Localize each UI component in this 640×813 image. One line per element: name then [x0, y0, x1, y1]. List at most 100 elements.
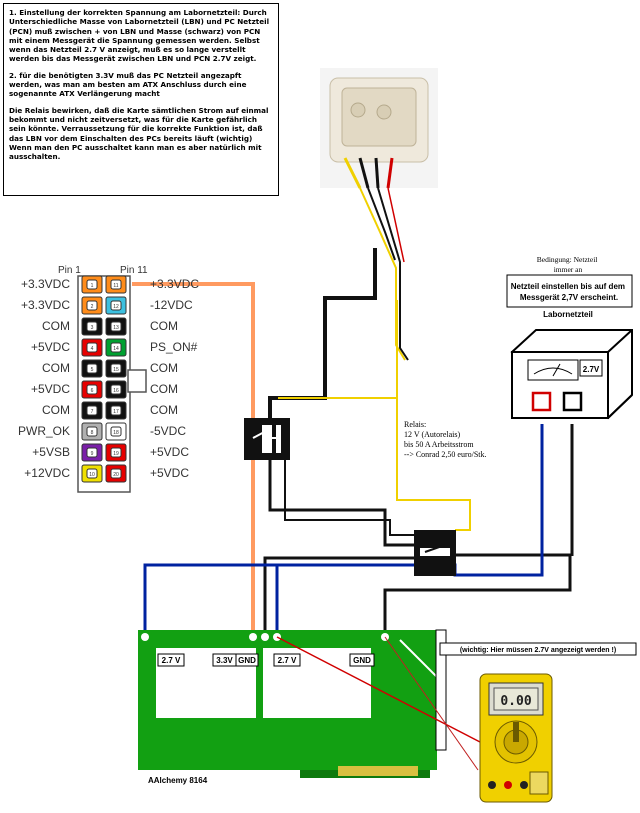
atx-pin-number: 17: [113, 409, 119, 415]
atx-pin-socket: [110, 384, 122, 395]
atx-left-label: COM: [42, 361, 70, 375]
atx-pin-number: 19: [113, 451, 119, 457]
atx-pin-number: 2: [91, 304, 94, 310]
atx-right-label: PS_ON#: [150, 340, 198, 354]
card-label: GND: [353, 656, 371, 665]
psu-condition-line-2: immer an: [554, 265, 583, 274]
atx-pin-socket: [110, 363, 122, 374]
atx-right-label: +3.3VDC: [150, 277, 199, 291]
atx-pin-socket: [86, 468, 98, 479]
atx-pin-socket: [110, 447, 122, 458]
psu-condition-line-1: Bedingung: Netzteil: [537, 255, 598, 264]
atx-left-label: COM: [42, 319, 70, 333]
atx-pin-socket: [86, 279, 98, 290]
atx-left-label: +3.3VDC: [21, 277, 70, 291]
atx-right-label: COM: [150, 319, 178, 333]
psu-instruction-line-1: Netzteil einstellen bis auf dem: [511, 282, 625, 291]
multimeter: 0.00: [479, 673, 553, 803]
atx-right-label: COM: [150, 403, 178, 417]
card-label-box: [235, 653, 259, 667]
molex-connector: [320, 68, 438, 189]
card-label-box: [273, 653, 301, 667]
atx-pin-number: 14: [113, 346, 119, 352]
atx-right-label: COM: [150, 382, 178, 396]
psu-title: Labornetzteil: [543, 310, 593, 319]
atx-pin-socket: [110, 405, 122, 416]
atx-pin-socket: [110, 468, 122, 479]
atx-right-label: +5VDC: [150, 466, 189, 480]
note-paragraph-2: 2. für die benötigten 3.3V muß das PC Ne…: [9, 70, 247, 99]
psu-instruction: Netzteil einstellen bis auf dem Messgerä…: [511, 282, 627, 302]
atx-right-label: COM: [150, 361, 178, 375]
atx-left-label: +5VDC: [31, 340, 70, 354]
atx-pin-number: 1: [91, 283, 94, 289]
relay-note-line-1: Relais:: [404, 420, 426, 429]
card-label: GND: [238, 656, 256, 665]
card-label-box: [349, 653, 375, 667]
atx-pin-socket: [110, 321, 122, 332]
pci-card: 2.7 V 3.3V GND 2.7 V GND AAlchemy 8164: [138, 629, 447, 785]
atx-pin-socket: [86, 300, 98, 311]
atx-pin-number: 3: [91, 325, 94, 331]
atx-pin-socket: [110, 300, 122, 311]
atx-pin-number: 4: [91, 346, 94, 352]
atx-pin-number: 9: [91, 451, 94, 457]
atx-pin-socket: [86, 321, 98, 332]
card-label: 3.3V: [216, 656, 233, 665]
atx-pin-number: 12: [113, 304, 119, 310]
relay-note-line-3: bis 50 A Arbeitsstrom: [404, 440, 474, 449]
atx-pin-number: 11: [113, 283, 118, 289]
atx-left-label: +3.3VDC: [21, 298, 70, 312]
atx-left-label: PWR_OK: [18, 424, 70, 438]
atx-pin-number: 6: [91, 388, 94, 394]
pin-1-label: Pin 1: [58, 265, 81, 276]
relay-1: [244, 418, 290, 460]
atx-left-label: COM: [42, 403, 70, 417]
atx-pin-number: 7: [91, 409, 94, 415]
psu-positive-terminal: [531, 391, 552, 412]
atx-pin-socket: [110, 342, 122, 353]
meter-warning: (wichtig: Hier müssen 2.7V angezeigt wer…: [460, 647, 616, 654]
note-paragraph-1: 1. Einstellung der korrekten Spannung am…: [9, 8, 270, 64]
card-label: 2.7 V: [278, 656, 297, 665]
atx-pin-number: 13: [113, 325, 119, 331]
atx-pin-number: 5: [91, 367, 94, 373]
atx-pin-socket: [86, 342, 98, 353]
relay-note: Relais: 12 V (Autorelais) bis 50 A Arbei…: [404, 420, 487, 459]
atx-pin-socket: [110, 426, 122, 437]
atx-left-label: +5VDC: [31, 382, 70, 396]
psu-display: 2.7V: [583, 365, 600, 374]
relay-note-line-2: 12 V (Autorelais): [404, 430, 460, 439]
atx-pin-number: 18: [113, 430, 119, 436]
atx-pin-socket: [86, 447, 98, 458]
psu-instruction-line-2: Messgerät 2,7V erscheint.: [520, 293, 618, 302]
atx-right-label: -12VDC: [150, 298, 193, 312]
lab-power-supply: Bedingung: Netzteil immer an Netzteil ei…: [506, 255, 633, 420]
atx-pin-number: 15: [113, 367, 119, 373]
atx-pin-number: 16: [113, 388, 119, 394]
atx-right-label: +5VDC: [150, 445, 189, 459]
card-label: 2.7 V: [162, 656, 181, 665]
atx-pin-socket: [86, 363, 98, 374]
instruction-note: 1. Einstellung der korrekten Spannung am…: [3, 3, 279, 196]
atx-pin-socket: [86, 384, 98, 395]
card-label-box: [157, 653, 185, 667]
atx-left-label: +12VDC: [24, 466, 70, 480]
psu-negative-terminal: [562, 391, 583, 412]
atx-pin-socket: [110, 279, 122, 290]
meter-display: 0.00: [500, 694, 531, 709]
psu-condition: Bedingung: Netzteil immer an: [537, 255, 600, 274]
atx-pin-number: 10: [89, 472, 95, 478]
relay-note-line-4: --> Conrad 2,50 euro/Stk.: [404, 450, 487, 459]
atx-pin-socket: [86, 426, 98, 437]
atx-pin-number: 8: [91, 430, 94, 436]
relay-2: [414, 530, 456, 576]
note-paragraph-3: Die Relais bewirken, daß die Karte sämtl…: [9, 105, 269, 162]
card-name: AAlchemy 8164: [148, 776, 208, 785]
atx-pin-number: 20: [113, 472, 119, 478]
atx-right-label: -5VDC: [150, 424, 186, 438]
atx-pin-socket: [86, 405, 98, 416]
atx-left-label: +5VSB: [32, 445, 70, 459]
